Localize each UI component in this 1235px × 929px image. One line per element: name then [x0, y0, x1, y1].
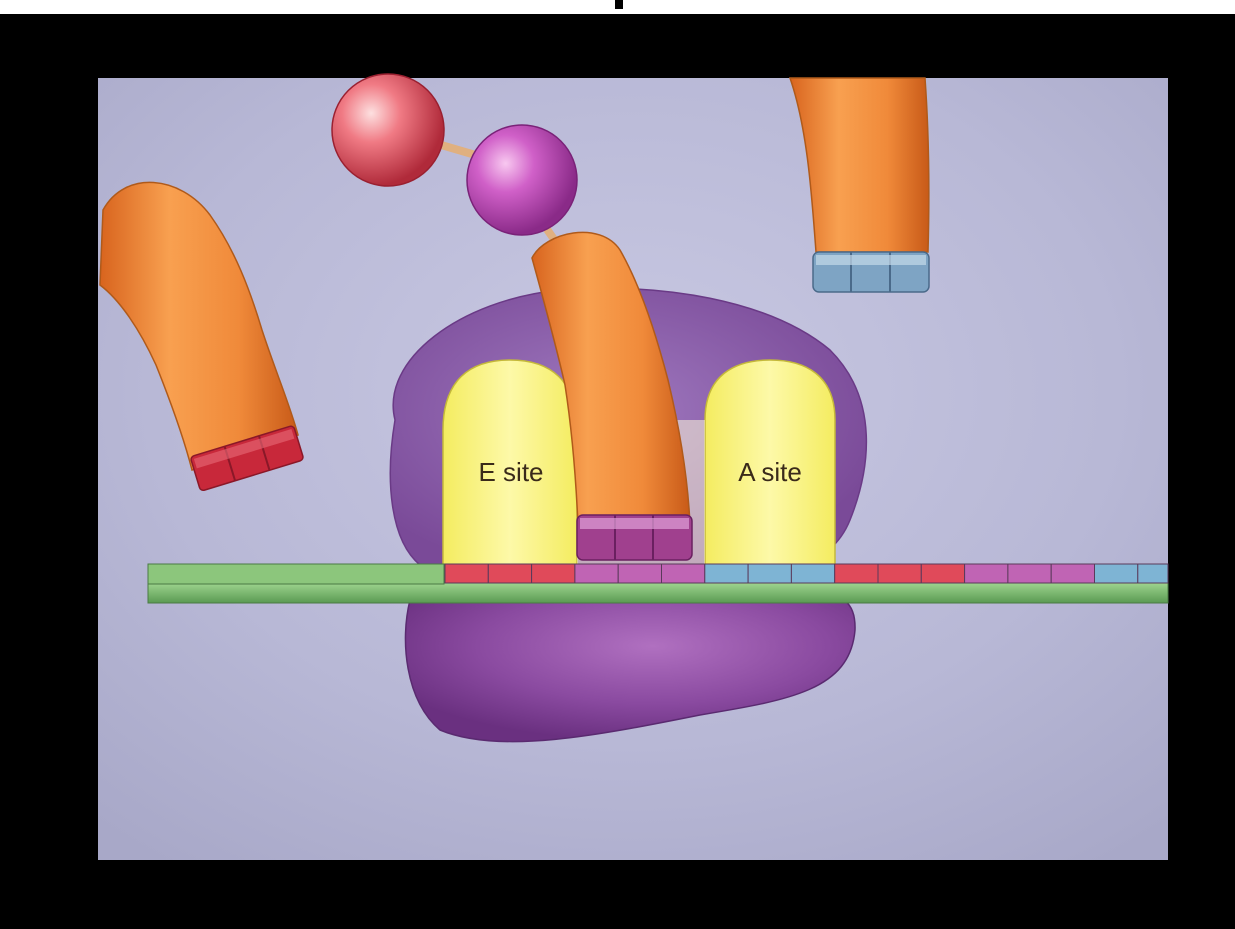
codon-red-base: [532, 564, 575, 583]
amino-acid-red: [332, 74, 444, 186]
codon-blue-base: [1138, 564, 1168, 583]
mrna-leader: [148, 564, 444, 584]
codon-red-base: [921, 564, 964, 583]
amino-acid-purple: [467, 125, 577, 235]
codon-blue-base: [1095, 564, 1138, 583]
mrna-strand: [148, 564, 1168, 603]
codon-blue-base: [791, 564, 834, 583]
codon-red-base: [488, 564, 531, 583]
a-site-label: A site: [738, 457, 802, 487]
codon-purple-base: [662, 564, 705, 583]
codon-blue-base: [748, 564, 791, 583]
codon-red-base: [445, 564, 488, 583]
mrna-backbone: [148, 583, 1168, 603]
codon-red-base: [878, 564, 921, 583]
e-site-label: E site: [478, 457, 543, 487]
codon-purple-base: [1008, 564, 1051, 583]
codon-blue-base: [705, 564, 748, 583]
codon-red-base: [835, 564, 878, 583]
codon-row: [445, 564, 1168, 583]
codon-purple-base: [965, 564, 1008, 583]
codon-purple-base: [575, 564, 618, 583]
codon-purple-base: [1051, 564, 1094, 583]
codon-purple-base: [618, 564, 661, 583]
